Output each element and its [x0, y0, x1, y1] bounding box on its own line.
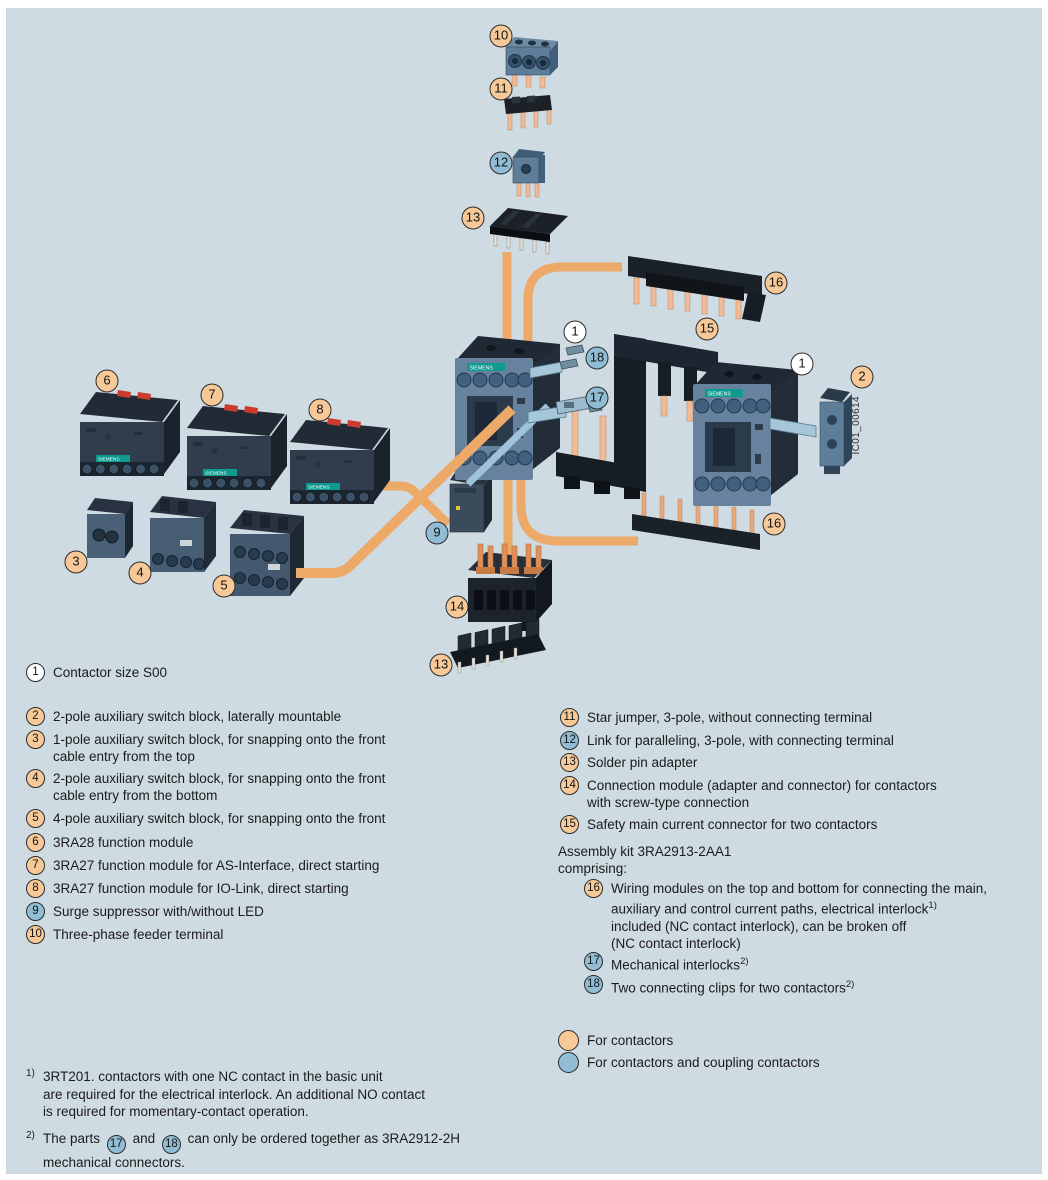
- callout-18: 18: [585, 346, 609, 370]
- legend-item-5: 5 4-pole auxiliary switch block, for sna…: [26, 809, 385, 828]
- legend-item-13: 13 Solder pin adapter: [560, 753, 697, 772]
- part-16-bottom-graphic: [632, 492, 760, 550]
- part-13-top-graphic: [490, 208, 568, 255]
- legend-item-10: 10 Three-phase feeder terminal: [26, 925, 223, 944]
- assembly-kit-title: Assembly kit 3RA2913-2AA1: [558, 844, 732, 859]
- callout-16: 16: [764, 271, 788, 295]
- figure-code: IC01_00614: [851, 396, 862, 455]
- legend-badge-5: 5: [26, 809, 45, 828]
- orange-key-circle: [558, 1030, 579, 1051]
- legend-item-15: 15 Safety main current connector for two…: [560, 815, 877, 834]
- part-1-clip-bar: [769, 417, 817, 438]
- legend-badge-15: 15: [560, 815, 579, 834]
- part-3-graphic: [87, 498, 133, 558]
- callout-3: 3: [64, 550, 88, 574]
- callout-13: 13: [429, 653, 453, 677]
- part-15-graphic: [556, 334, 721, 499]
- legend-item-3: 3 1-pole auxiliary switch block, for sna…: [26, 730, 385, 765]
- legend-badge-9: 9: [26, 902, 45, 921]
- callout-10: 10: [489, 24, 513, 48]
- callout-14: 14: [445, 595, 469, 619]
- busbar-diagonal: [296, 405, 516, 578]
- callout-2: 2: [850, 365, 874, 389]
- callout-1: 1: [790, 352, 814, 376]
- callout-8: 8: [308, 398, 332, 422]
- part-12-graphic: [512, 149, 545, 198]
- callout-9: 9: [425, 521, 449, 545]
- legend-item-8: 8 3RA27 function module for IO-Link, dir…: [26, 879, 349, 898]
- blue-key-circle: [558, 1052, 579, 1073]
- legend-badge-12: 12: [560, 731, 579, 750]
- part-11-graphic: [504, 95, 552, 131]
- legend-item-9: 9 Surge suppressor with/without LED: [26, 902, 264, 921]
- part-8-graphic: [289, 417, 391, 505]
- callout-7: 7: [200, 383, 224, 407]
- callout-11: 11: [489, 77, 513, 101]
- legend-item-14: 14 Connection module (adapter and connec…: [560, 776, 937, 811]
- legend-item-17: 17 Mechanical interlocks2): [584, 952, 749, 974]
- legend-badge-6: 6: [26, 833, 45, 852]
- legend-badge-7: 7: [26, 856, 45, 875]
- legend-item-11: 11 Star jumper, 3-pole, without connecti…: [560, 708, 872, 727]
- footnote-1: 1) 3RT201. contactors with one NC contac…: [26, 1068, 425, 1119]
- color-key-blue: For contactors and coupling contactors: [558, 1052, 820, 1073]
- legend-badge-18: 18: [584, 975, 603, 994]
- legend-badge-11: 11: [560, 708, 579, 727]
- part-14-graphic: [468, 543, 552, 631]
- legend-item-2: 2 2-pole auxiliary switch block, lateral…: [26, 707, 341, 726]
- callout-5: 5: [212, 574, 236, 598]
- part-1-right-graphic: [692, 361, 799, 507]
- callout-1: 1: [563, 320, 587, 344]
- legend-item-16: 16 Wiring modules on the top and bottom …: [584, 879, 987, 952]
- callout-12: 12: [489, 151, 513, 175]
- callout-17: 17: [585, 386, 609, 410]
- legend-badge-16: 16: [584, 879, 603, 898]
- legend-badge-2: 2: [26, 707, 45, 726]
- part-9-graphic: [449, 468, 492, 533]
- callout-4: 4: [128, 561, 152, 585]
- interlock-rod: [465, 403, 551, 487]
- legend-badge-8: 8: [26, 879, 45, 898]
- legend-badge-10: 10: [26, 925, 45, 944]
- legend-item-18: 18 Two connecting clips for two contacto…: [584, 975, 854, 997]
- assembly-kit-subtitle: comprising:: [558, 861, 628, 876]
- color-key-orange: For contactors: [558, 1030, 673, 1051]
- part-6-graphic: [79, 389, 181, 477]
- legend-badge-13: 13: [560, 753, 579, 772]
- callout-16: 16: [762, 512, 786, 536]
- part-1-center-graphic: [454, 335, 561, 481]
- part-13-bottom-graphic: [450, 619, 546, 674]
- part-7-graphic: [186, 403, 288, 491]
- legend-item-1: 1 Contactor size S00: [26, 663, 167, 682]
- part-5-graphic: [230, 510, 304, 596]
- callout-13: 13: [461, 206, 485, 230]
- footnote-2: 2) The parts 17 and 18 can only be order…: [26, 1130, 461, 1170]
- legend-badge-3: 3: [26, 730, 45, 749]
- legend-badge-17: 17: [584, 952, 603, 971]
- part-10-graphic: [505, 37, 558, 89]
- legend-item-7: 7 3RA27 function module for AS-Interface…: [26, 856, 379, 875]
- legend-item-4: 4 2-pole auxiliary switch block, for sna…: [26, 769, 385, 804]
- legend-item-6: 6 3RA28 function module: [26, 833, 193, 852]
- exploded-diagram: SIEMENS SIEMENS: [79, 37, 852, 674]
- legend-badge-4: 4: [26, 769, 45, 788]
- callout-15: 15: [695, 317, 719, 341]
- footnote-badge-18: 18: [161, 1135, 181, 1154]
- legend-item-12: 12 Link for paralleling, 3-pole, with co…: [560, 731, 894, 750]
- callout-6: 6: [95, 369, 119, 393]
- part-16-top-graphic: [628, 256, 766, 322]
- footnote-badge-17: 17: [106, 1135, 126, 1154]
- legend-badge-1: 1: [26, 663, 45, 682]
- legend-badge-14: 14: [560, 776, 579, 795]
- part-2-graphic: [819, 388, 852, 474]
- part-4-graphic: [150, 496, 216, 572]
